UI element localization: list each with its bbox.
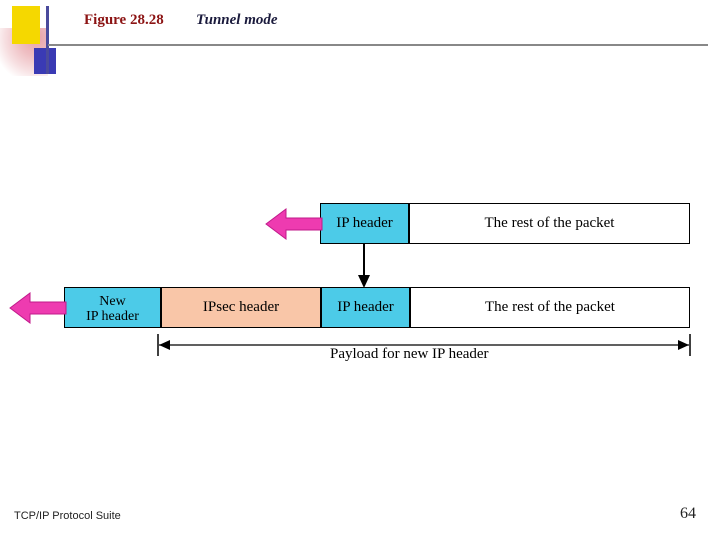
top-ip-header-box: IP header: [320, 203, 409, 244]
bottom-new-ip-header-box: New IP header: [64, 287, 161, 328]
bottom-ipsec-header-box: IPsec header: [161, 287, 321, 328]
double-headed-arrow-icon: [157, 334, 691, 356]
corner-vertical-rule: [46, 6, 49, 74]
header-divider: [48, 44, 708, 46]
bottom-new-ip-header-line1: New: [99, 293, 126, 309]
top-ip-header-label: IP header: [336, 214, 393, 231]
payload-label: Payload for new IP header: [330, 346, 489, 362]
arrow-left-icon-top: [265, 208, 323, 240]
bottom-ipsec-header-label: IPsec header: [202, 298, 280, 315]
corner-yellow-block: [12, 6, 40, 44]
bottom-rest-of-packet-label: The rest of the packet: [485, 298, 615, 315]
top-rest-of-packet-box: The rest of the packet: [409, 203, 690, 244]
top-rest-of-packet-label: The rest of the packet: [484, 214, 615, 231]
bottom-rest-of-packet-box: The rest of the packet: [410, 287, 690, 328]
footer-suite-label: TCP/IP Protocol Suite: [14, 510, 121, 522]
bottom-new-ip-header-label: New IP header: [86, 291, 139, 324]
bottom-ip-header-label: IP header: [337, 298, 394, 315]
page-number: 64: [680, 505, 696, 522]
arrow-down-icon: [358, 243, 370, 288]
figure-label: Figure 28.28: [84, 12, 164, 28]
corner-blue-block: [34, 48, 56, 74]
bottom-new-ip-header-line2: IP header: [86, 308, 139, 324]
page-title: Tunnel mode: [196, 12, 278, 28]
bottom-ip-header-box: IP header: [321, 287, 410, 328]
arrow-left-icon-bottom: [9, 292, 67, 324]
